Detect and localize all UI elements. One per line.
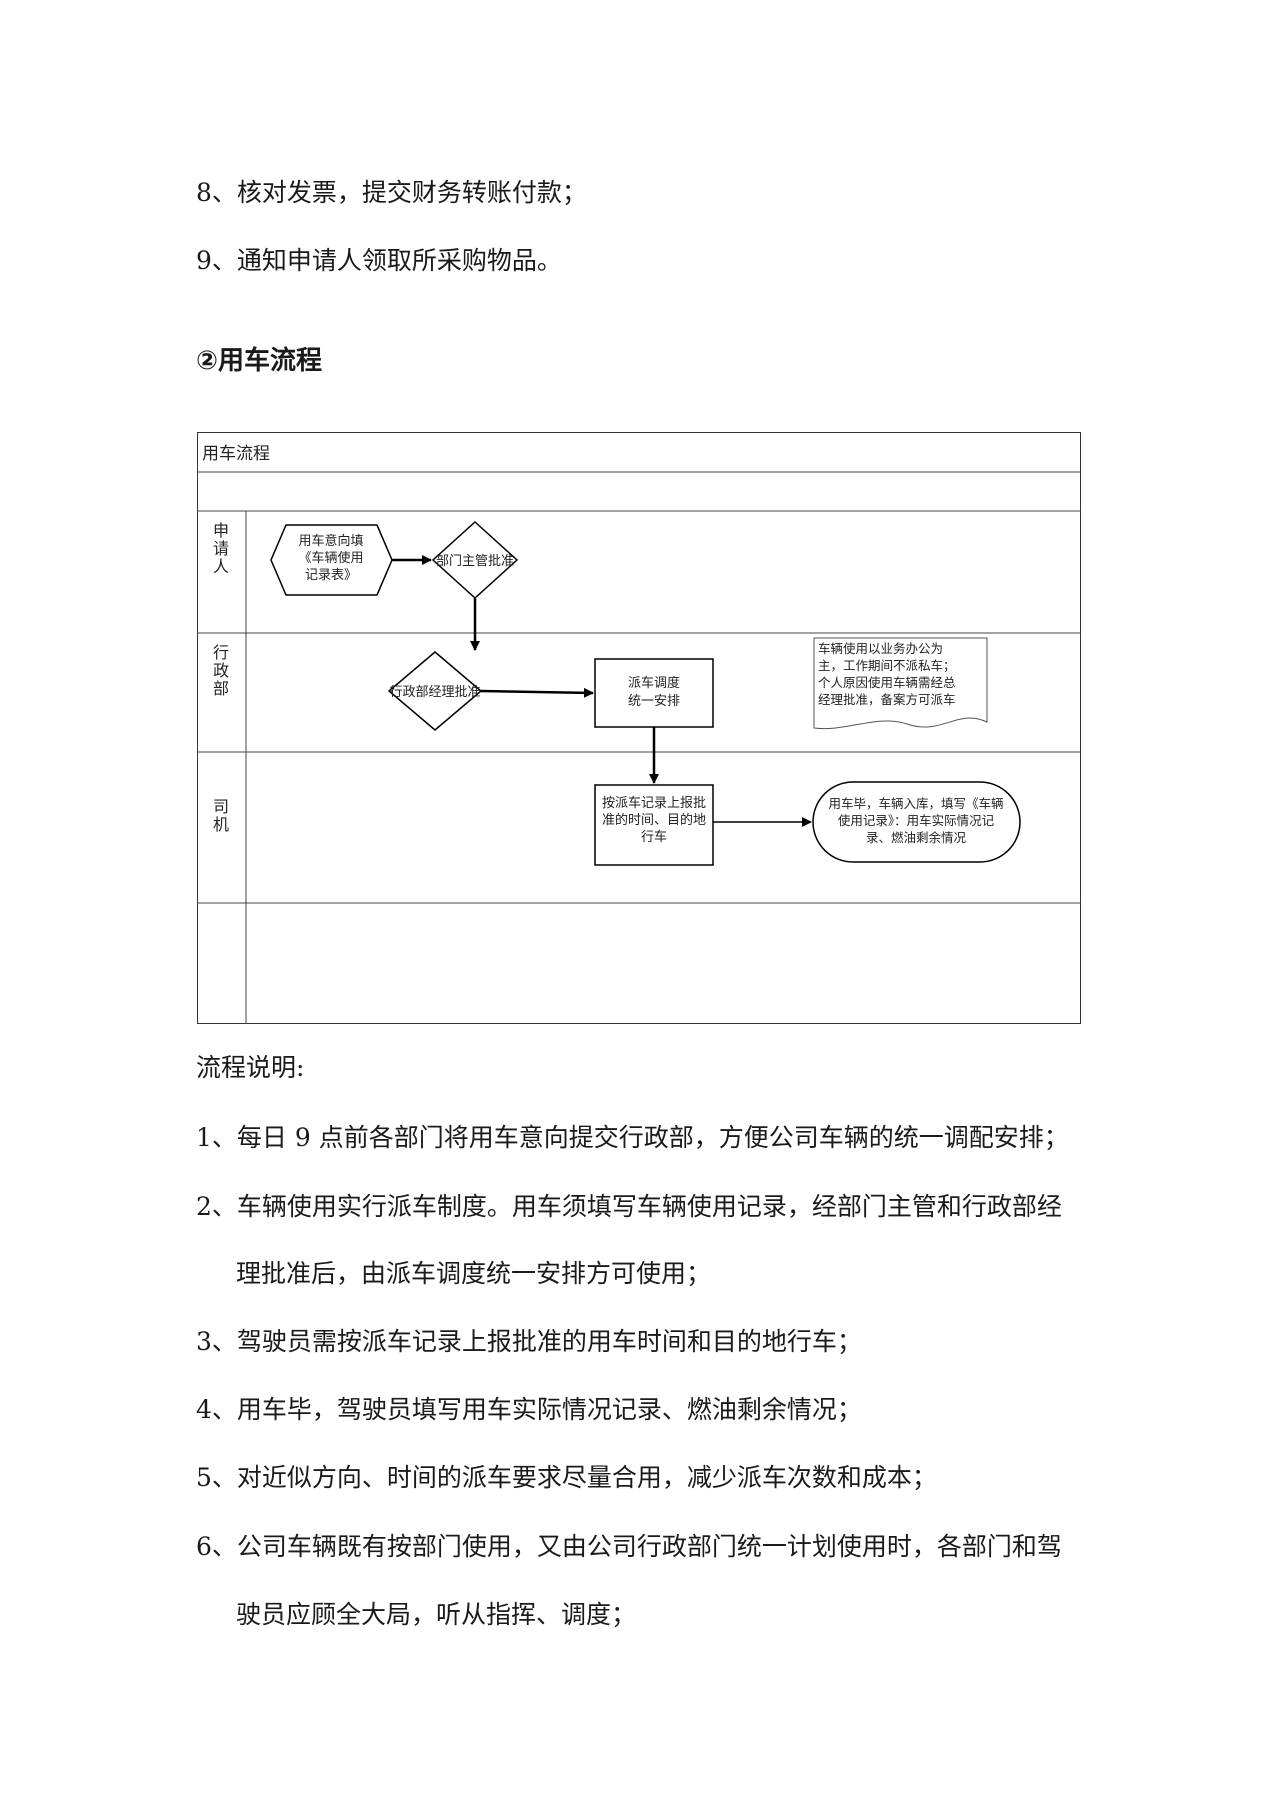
top-item-8: 8、核对发票，提交财务转账付款； <box>196 178 587 207</box>
lane-label-admin: 行政部 <box>213 643 229 698</box>
note-text: 车辆使用以业务办公为主，工作期间不派私车； 个人原因使用车辆需经总经理批准，备案方… <box>818 641 956 707</box>
top-item-9: 9、通知申请人领取所采购物品。 <box>196 246 562 275</box>
lane-label-char: 司 <box>213 797 229 816</box>
label-line: 行车 <box>641 829 667 845</box>
apply-node <box>270 524 393 596</box>
description-item-2: 2、车辆使用实行派车制度。用车须填写车辆使用记录，经部门主管和行政部经 <box>196 1192 1062 1221</box>
vehicle-use-flowchart: 用车流程 申请人 行政部 司机 用车意向填《车辆使用记录表》 部门主管批准 行政… <box>197 432 1081 1024</box>
note-document <box>813 637 988 730</box>
label-line: 准的时间、目的地 <box>602 812 706 828</box>
label-line: 记录表》 <box>305 568 357 583</box>
lane-label-char: 申 <box>213 521 229 540</box>
label-line: 用车意向填 <box>298 533 363 549</box>
description-item-2-cont: 理批准后，由派车调度统一安排方可使用； <box>236 1259 712 1288</box>
description-item-3: 3、驾驶员需按派车记录上报批准的用车时间和目的地行车； <box>196 1327 862 1356</box>
lane-label-driver: 司机 <box>213 797 229 834</box>
dept-approve-label: 部门主管批准 <box>436 554 514 569</box>
apply-node-label: 用车意向填《车辆使用记录表》 <box>298 533 363 583</box>
label-line: 用车毕，车辆入库，填写《车辆 <box>828 796 1003 811</box>
label-line: 个人原因使用车辆需经总 <box>818 675 956 690</box>
arrow-admin-to-dispatch <box>480 687 594 698</box>
label-line: 按派车记录上报批 <box>602 795 706 811</box>
label-line: 经理批准，备案方可派车 <box>818 692 956 707</box>
admin-approve-label: 行政部经理批准 <box>389 685 480 700</box>
label-line: 派车调度 <box>628 675 680 691</box>
lane-label-char: 机 <box>213 815 229 834</box>
section-title: ②用车流程 <box>196 346 323 376</box>
description-item-4: 4、用车毕，驾驶员填写用车实际情况记录、燃油剩余情况； <box>196 1395 862 1424</box>
flowchart-title: 用车流程 <box>202 444 270 464</box>
label-line: 统一安排 <box>628 694 680 709</box>
dispatch-label: 派车调度统一安排 <box>628 675 680 709</box>
finish-label: 用车毕，车辆入库，填写《车辆使用记录》：用车实际情况记录、燃油剩余情况 <box>828 796 1003 845</box>
label-line: 《车辆使用 <box>298 550 363 566</box>
lane-label-char: 政 <box>213 661 229 680</box>
description-item-6: 6、公司车辆既有按部门使用，又由公司行政部门统一计划使用时，各部门和驾 <box>196 1532 1062 1561</box>
dispatch-node <box>594 658 714 728</box>
flowchart-frame <box>197 432 1081 1024</box>
lane-label-char: 请 <box>213 539 229 558</box>
label-line: 录、燃油剩余情况 <box>866 830 967 845</box>
drive-node <box>594 784 714 866</box>
finish-node <box>812 781 1021 863</box>
drive-label: 按派车记录上报批准的时间、目的地行车 <box>602 795 706 845</box>
description-item-5: 5、对近似方向、时间的派车要求尽量合用，减少派车次数和成本； <box>196 1463 937 1492</box>
label-line: 使用记录》：用车实际情况记 <box>838 813 995 828</box>
label-line: 车辆使用以业务办公为 <box>818 641 943 656</box>
admin-approve-node <box>387 651 483 731</box>
lane-label-applicant: 申请人 <box>213 521 229 576</box>
lane-label-char: 行 <box>213 643 229 662</box>
description-item-6-cont: 驶员应顾全大局，听从指挥、调度； <box>236 1600 637 1629</box>
lane-label-char: 部 <box>213 679 229 698</box>
lane-label-char: 人 <box>213 557 229 576</box>
description-title: 流程说明: <box>196 1053 305 1082</box>
label-line: 主，工作期间不派私车； <box>818 658 956 673</box>
description-item-1: 1、每日 9 点前各部门将用车意向提交行政部，方便公司车辆的统一调配安排； <box>196 1123 1069 1152</box>
